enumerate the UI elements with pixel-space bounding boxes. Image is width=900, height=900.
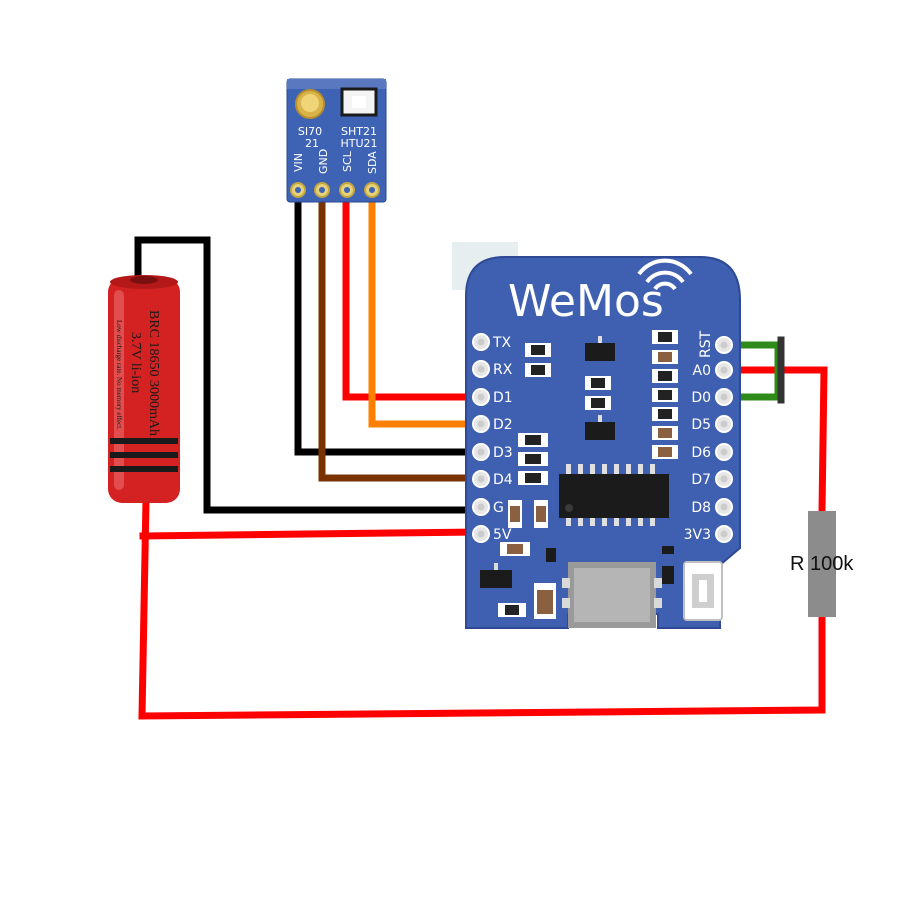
- wire-battery-positive: [138, 496, 826, 720]
- smd-resistor: [525, 343, 551, 377]
- board-brand: WeMos: [508, 276, 664, 327]
- sensor-label-right2: HTU21: [340, 137, 377, 150]
- pin-label-d6: D6: [691, 445, 711, 461]
- battery-body: [108, 278, 180, 503]
- pin-label-a0: A0: [693, 363, 711, 379]
- pin-label-rst: RST: [698, 330, 714, 358]
- pin-label-d2: D2: [493, 417, 513, 433]
- right-pin-labels: RST A0 D0 D5 D6 D7 D8 3V3: [684, 330, 714, 543]
- left-pin-holes: [472, 333, 490, 543]
- sensor-top-strip: [287, 79, 386, 89]
- smd-small-black: [546, 548, 556, 562]
- wire-sensor-scl: [342, 196, 480, 401]
- wire-battery-negative: [134, 236, 480, 514]
- pin-label-rx: RX: [493, 362, 513, 378]
- smd-small-black-3: [662, 566, 674, 584]
- wifi-icon: [637, 258, 693, 291]
- sensor-pin-gnd: GND: [317, 149, 330, 174]
- pin-label-d5: D5: [691, 417, 711, 433]
- pin-label-g: G: [493, 500, 504, 516]
- smd-small-black-2: [662, 546, 674, 554]
- sensor-pin-holes: [290, 182, 380, 198]
- smd-transistor-mid: [585, 422, 615, 440]
- smd-transistor-top: [585, 343, 615, 361]
- smd-column-right: [652, 330, 678, 459]
- pin-label-tx: TX: [492, 335, 512, 351]
- left-pin-labels: TX RX D1 D2 D3 D4 G 5V: [492, 335, 513, 543]
- sensor-pin-scl: SCL: [341, 150, 354, 172]
- resistor-label: R 100k: [790, 553, 854, 575]
- battery: BRC 18650 3000mAh 3.7V li-ion Low discha…: [108, 275, 180, 503]
- battery-label-voltage: 3.7V li-ion: [128, 332, 143, 393]
- pin-label-d4: D4: [493, 472, 513, 488]
- pin-label-d7: D7: [691, 472, 711, 488]
- resistor: R 100k: [790, 511, 854, 617]
- sensor-label-left2: 21: [305, 137, 319, 150]
- battery-stripes: [110, 438, 178, 472]
- resistor-body: [808, 511, 836, 617]
- pin-label-d1: D1: [493, 390, 513, 406]
- smd-column-mid: [585, 376, 611, 410]
- reset-button: [562, 562, 662, 628]
- smd-column-left: [500, 433, 548, 556]
- main-ic: [559, 464, 669, 526]
- wire-sensor-sda: [368, 196, 480, 428]
- wire-sensor-gnd: [318, 196, 480, 482]
- pin-label-d0: D0: [691, 390, 711, 406]
- sensor-label-left: SI70: [298, 125, 322, 138]
- sensor-label-right: SHT21: [341, 125, 377, 138]
- battery-label-note: Low discharge rate. No memory effect.: [115, 320, 123, 430]
- wire-sensor-vin: [294, 196, 480, 456]
- sensor-chip-window: [352, 96, 366, 108]
- sensor-pin-sda: SDA: [366, 151, 379, 174]
- sensor-chip: [340, 87, 378, 117]
- sensor-module: SI70 21 SHT21 HTU21 VIN GND SCL SDA: [286, 78, 387, 203]
- pin-label-d8: D8: [691, 500, 711, 516]
- smd-components: [480, 330, 678, 619]
- wire-a0-resistor: [726, 366, 828, 516]
- usb-connector: [683, 561, 723, 621]
- battery-terminal: [130, 276, 158, 284]
- pin-label-d3: D3: [493, 445, 513, 461]
- smd-transistor-bottom: [480, 570, 512, 588]
- right-pin-holes: [715, 336, 733, 543]
- pin-label-5v: 5V: [493, 527, 512, 543]
- wire-5v: [139, 528, 480, 540]
- sensor-pin-vin: VIN: [292, 153, 305, 172]
- wires: [134, 196, 828, 720]
- wemos-board: WeMos TX RX D1 D2 D3 D4 G 5V: [465, 256, 741, 629]
- sensor-capacitor-top: [301, 94, 319, 112]
- pin-label-3v3: 3V3: [684, 527, 711, 543]
- battery-label-capacity: BRC 18650 3000mAh: [146, 310, 161, 436]
